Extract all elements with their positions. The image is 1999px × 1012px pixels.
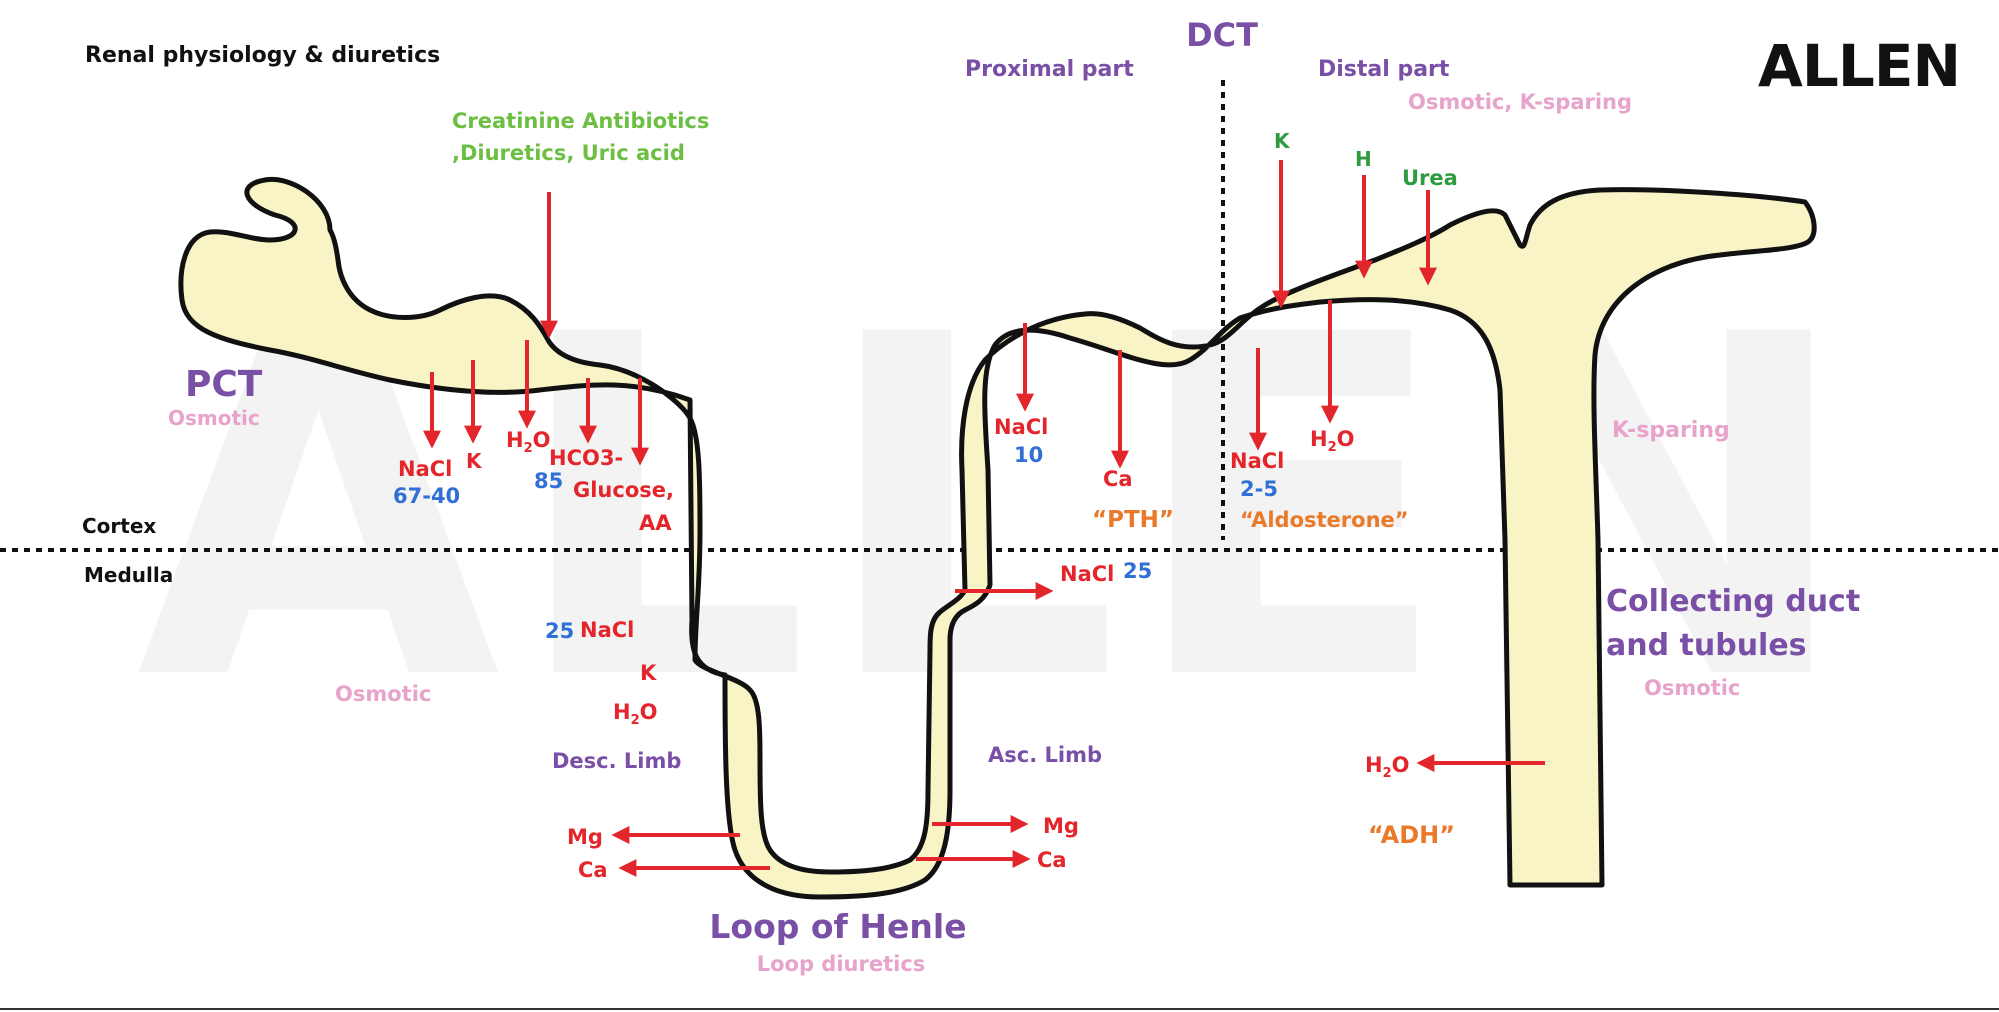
dist-nacl-label: NaCl bbox=[1230, 449, 1284, 473]
desc-nacl-label: NaCl bbox=[580, 618, 634, 642]
dct-nacl-percent: 10 bbox=[1014, 443, 1043, 467]
asc-nacl-percent: 25 bbox=[1123, 559, 1152, 583]
dct-label: DCT bbox=[1186, 16, 1258, 54]
pct-secreted-line1: Creatinine Antibiotics bbox=[452, 109, 709, 133]
cd-osmotic-label: Osmotic bbox=[1644, 676, 1740, 700]
dct-h-secretion-label: H bbox=[1355, 147, 1372, 171]
pct-label: PCT bbox=[185, 364, 263, 405]
mg-left-label: Mg bbox=[567, 825, 603, 849]
pct-hco3-label: HCO3- bbox=[549, 446, 623, 470]
aldosterone-label: “Aldosterone” bbox=[1240, 508, 1409, 532]
dct-proximal-label: Proximal part bbox=[965, 57, 1134, 82]
mg-right-label: Mg bbox=[1043, 814, 1079, 838]
dist-h2o-label: H2O bbox=[1310, 427, 1354, 455]
pct-h2o-percent: 85 bbox=[534, 469, 563, 493]
pct-aa-label: AA bbox=[639, 511, 672, 535]
dct-ca-label: Ca bbox=[1103, 467, 1133, 491]
pct-nacl-percent: 67-40 bbox=[393, 484, 460, 508]
cd-label-line2: and tubules bbox=[1606, 628, 1807, 663]
page-title: Renal physiology & diuretics bbox=[85, 43, 440, 68]
transport-arrows bbox=[423, 160, 1545, 877]
desc-limb-label: Desc. Limb bbox=[552, 749, 681, 773]
pct-glucose-label: Glucose, bbox=[573, 478, 674, 502]
loop-medulla-diuretic: Osmotic bbox=[335, 682, 431, 706]
dct-distal-diuretic: Osmotic, K-sparing bbox=[1408, 90, 1632, 114]
asc-limb-label: Asc. Limb bbox=[988, 743, 1102, 767]
dct-k-secretion-label: K bbox=[1274, 129, 1291, 153]
dct-urea-label: Urea bbox=[1402, 166, 1458, 190]
asc-nacl-label: NaCl bbox=[1060, 562, 1114, 586]
desc-h2o-label: H2O bbox=[613, 700, 657, 728]
dct-distal-label: Distal part bbox=[1318, 57, 1450, 82]
pct-h2o-label: H2O bbox=[506, 428, 550, 456]
medulla-label: Medulla bbox=[84, 563, 173, 587]
pct-k-label: K bbox=[466, 449, 483, 473]
allen-logo: ALLEN bbox=[1758, 32, 1960, 100]
nephron-tubule bbox=[178, 176, 1817, 900]
pct-diuretic-label: Osmotic bbox=[168, 406, 260, 430]
pct-secreted-line2: ,Diuretics, Uric acid bbox=[452, 141, 685, 165]
cd-ksparing-label: K-sparing bbox=[1612, 418, 1730, 443]
loop-label: Loop of Henle bbox=[709, 907, 966, 946]
adh-label: “ADH” bbox=[1368, 821, 1455, 849]
ca-left-label: Ca bbox=[578, 858, 608, 882]
loop-diuretic-label: Loop diuretics bbox=[757, 952, 926, 976]
cd-label-line1: Collecting duct bbox=[1606, 584, 1860, 619]
cd-h2o-label: H2O bbox=[1365, 753, 1409, 781]
desc-k-label: K bbox=[640, 661, 657, 685]
ca-right-label: Ca bbox=[1037, 848, 1067, 872]
desc-nacl-percent: 25 bbox=[545, 619, 574, 643]
dist-nacl-percent: 2-5 bbox=[1240, 477, 1278, 501]
dct-nacl-label: NaCl bbox=[994, 415, 1048, 439]
pct-nacl-label: NaCl bbox=[398, 457, 452, 481]
pth-label: “PTH” bbox=[1092, 507, 1174, 533]
cortex-label: Cortex bbox=[82, 514, 156, 538]
